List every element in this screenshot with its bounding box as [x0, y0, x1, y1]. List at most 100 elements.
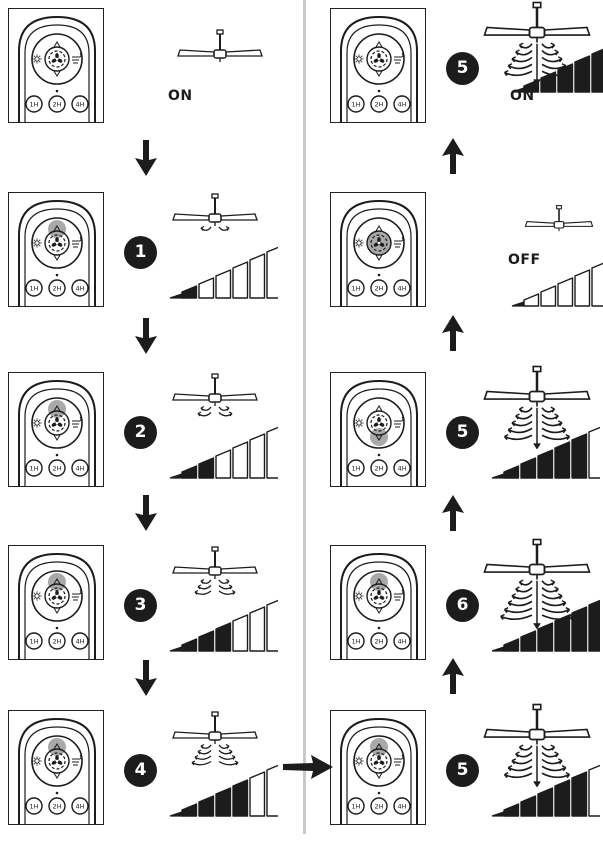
speed-bar-3 — [537, 449, 554, 479]
speed-bar-1 — [181, 465, 198, 479]
speed-bar-5 — [571, 433, 588, 479]
timer-button-1h: 1H — [25, 279, 43, 297]
ceiling-fan-icon — [483, 1, 591, 86]
speed-bar-3 — [537, 622, 554, 652]
remote-control-image: 1H 2H 4H — [8, 372, 104, 487]
svg-text:2H: 2H — [374, 284, 383, 292]
timer-button-1h: 1H — [25, 632, 43, 650]
speed-bar-3 — [557, 277, 574, 307]
ceiling-fan-icon — [177, 29, 263, 62]
timer-button-2h: 2H — [370, 459, 388, 477]
speed-bar-1 — [503, 638, 520, 652]
speed-bar-6 — [588, 764, 600, 817]
flow-arrow-up — [442, 658, 464, 694]
speed-bar-2 — [198, 277, 215, 299]
speed-bar-6 — [588, 426, 600, 479]
speed-bar-5 — [591, 48, 603, 93]
speed-bar-6 — [266, 764, 278, 817]
svg-text:4H: 4H — [75, 464, 84, 472]
svg-text:4H: 4H — [397, 284, 406, 292]
timer-button-2h: 2H — [48, 632, 66, 650]
speed-badge: 1 — [124, 236, 157, 269]
speed-bar-5 — [249, 771, 266, 817]
speed-bar-3 — [215, 449, 232, 479]
svg-text:4H: 4H — [397, 100, 406, 108]
timer-button-4h: 4H — [393, 279, 411, 297]
svg-text:1H: 1H — [29, 100, 38, 108]
svg-text:2H: 2H — [52, 100, 61, 108]
speed-bar-2 — [520, 630, 537, 652]
speed-level-bars — [491, 599, 600, 652]
speed-bar-1 — [503, 803, 520, 817]
speed-bar-2 — [198, 630, 215, 652]
svg-text:2H: 2H — [374, 802, 383, 810]
speed-bar-4 — [232, 441, 249, 479]
svg-text:2H: 2H — [374, 637, 383, 645]
svg-text:1H: 1H — [29, 464, 38, 472]
speed-level-bars — [511, 48, 603, 93]
speed-bar-3 — [557, 63, 574, 93]
speed-badge: 6 — [446, 589, 479, 622]
timer-button-1h: 1H — [347, 95, 365, 113]
svg-text:4H: 4H — [397, 637, 406, 645]
ceiling-fan-icon — [172, 711, 258, 766]
timer-button-4h: 4H — [71, 279, 89, 297]
svg-text:1H: 1H — [351, 100, 360, 108]
speed-bar-1 — [503, 465, 520, 479]
timer-button-1h: 1H — [347, 797, 365, 815]
timer-button-2h: 2H — [48, 95, 66, 113]
speed-level-bars — [491, 764, 600, 817]
svg-text:2H: 2H — [52, 802, 61, 810]
speed-bar-6 — [266, 599, 278, 652]
timer-button-2h: 2H — [48, 797, 66, 815]
speed-bar-4 — [232, 614, 249, 652]
timer-button-1h: 1H — [347, 279, 365, 297]
svg-text:1H: 1H — [29, 284, 38, 292]
timer-button-4h: 4H — [71, 797, 89, 815]
speed-bar-3 — [537, 787, 554, 817]
speed-bar-5 — [249, 253, 266, 299]
speed-bar-6 — [266, 426, 278, 479]
timer-button-4h: 4H — [71, 632, 89, 650]
ceiling-fan-icon — [524, 205, 594, 232]
speed-bar-5 — [249, 433, 266, 479]
svg-text:4H: 4H — [75, 100, 84, 108]
svg-text:1H: 1H — [351, 284, 360, 292]
step-panel-speed-3: 1H 2H 4H 3 — [0, 545, 300, 685]
speed-bar-2 — [540, 71, 557, 93]
speed-badge: 5 — [446, 416, 479, 449]
speed-bar-2 — [520, 457, 537, 479]
svg-text:2H: 2H — [52, 637, 61, 645]
timer-button-4h: 4H — [393, 632, 411, 650]
speed-bar-2 — [540, 285, 557, 307]
speed-bar-3 — [215, 787, 232, 817]
speed-bar-6 — [588, 599, 600, 652]
speed-bar-4 — [232, 779, 249, 817]
step-panel-speed-6: 1H 2H 4H 6 — [322, 538, 603, 685]
speed-bar-1 — [523, 79, 540, 93]
ceiling-fan-icon — [172, 193, 258, 231]
svg-text:1H: 1H — [351, 637, 360, 645]
speed-bar-4 — [574, 55, 591, 93]
speed-bar-5 — [571, 771, 588, 817]
timer-button-2h: 2H — [48, 459, 66, 477]
speed-bar-5 — [591, 262, 603, 307]
timer-button-1h: 1H — [25, 797, 43, 815]
speed-level-bars — [491, 426, 600, 479]
speed-badge: 3 — [124, 589, 157, 622]
speed-bar-6 — [266, 246, 278, 299]
speed-bar-4 — [554, 779, 571, 817]
flow-arrow-right — [283, 755, 333, 779]
speed-bar-1 — [181, 285, 198, 299]
speed-bar-5 — [249, 606, 266, 652]
remote-control-image: 1H 2H 4H — [330, 545, 426, 660]
speed-bar-2 — [520, 795, 537, 817]
